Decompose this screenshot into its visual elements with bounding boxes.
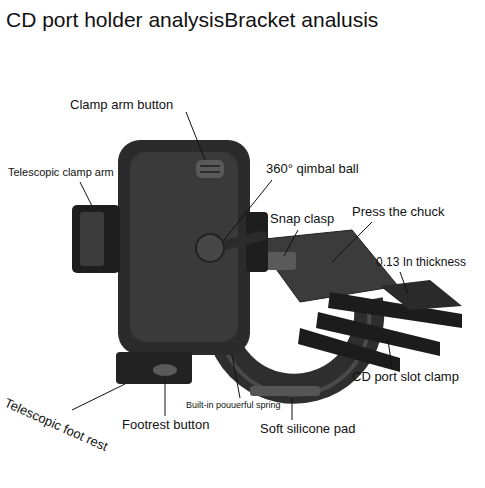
button-grip xyxy=(200,165,220,167)
part-label: 360° qimbal ball xyxy=(266,162,359,177)
arm-button xyxy=(196,160,224,178)
button-grip xyxy=(200,171,220,173)
leader-line xyxy=(292,398,293,420)
leader-line xyxy=(186,112,205,160)
part-label: Snap clasp xyxy=(270,212,334,227)
gimbal-ball xyxy=(196,234,224,262)
prong-top xyxy=(380,280,462,310)
part-label: Telescopic foot rest xyxy=(2,396,110,455)
leader-line xyxy=(165,380,166,416)
part-label: CD port slot clamp xyxy=(352,370,459,385)
leader-line xyxy=(284,230,298,256)
part-label: Telescopic clamp arm xyxy=(8,166,114,179)
part-label: Built-in pouuerful spring xyxy=(186,400,281,410)
part-label: Press the chuck xyxy=(352,205,445,220)
snap-clasp xyxy=(266,252,296,270)
silicone-pad xyxy=(250,386,320,396)
part-label: 0.13 In thickness xyxy=(376,256,466,270)
leader-line xyxy=(332,222,372,262)
arm-pad xyxy=(80,212,104,266)
leader-line xyxy=(400,272,408,294)
left-arm xyxy=(72,205,120,273)
diagram-title: CD port holder analysisBracket analusis xyxy=(6,8,378,32)
foot-button xyxy=(153,364,177,376)
leader-line xyxy=(232,355,240,398)
leader-line xyxy=(80,182,92,206)
part-label: Clamp arm button xyxy=(70,98,173,113)
slot-prong xyxy=(298,328,400,372)
leader-line xyxy=(72,384,125,410)
foot-rest xyxy=(116,352,192,384)
part-label: Soft silicone pad xyxy=(260,422,355,437)
leader-line xyxy=(224,180,272,240)
holder-panel xyxy=(130,152,238,342)
leader-line xyxy=(388,340,392,368)
part-label: Footrest button xyxy=(122,418,209,433)
